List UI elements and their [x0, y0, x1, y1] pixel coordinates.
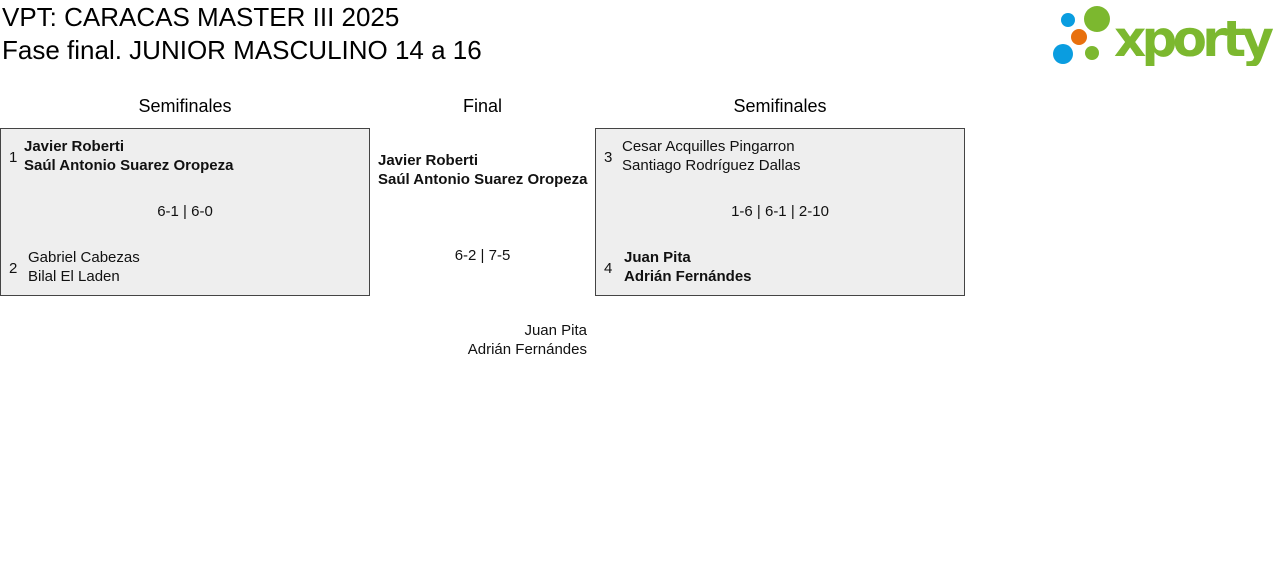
final-team1-player: Javier Roberti — [378, 152, 479, 169]
team-player: Gabriel Cabezas — [28, 249, 140, 266]
seed: 4 — [604, 260, 613, 277]
match-score: 1-6 | 6-1 | 2-10 — [731, 203, 829, 220]
page-subtitle: Fase final. JUNIOR MASCULINO 14 a 16 — [2, 35, 482, 65]
round-header-left: Semifinales — [138, 96, 232, 116]
round-header-final: Final — [462, 96, 502, 116]
seed: 3 — [604, 149, 613, 166]
final-score: 6-2 | 7-5 — [454, 247, 511, 264]
round-header-right: Semifinales — [733, 96, 827, 116]
match-score: 6-1 | 6-0 — [157, 203, 213, 220]
team-player: Santiago Rodríguez Dallas — [622, 157, 801, 174]
logo-text: xporty — [1114, 10, 1274, 66]
final-team2-player: Adrián Fernándes — [467, 341, 587, 358]
xporty-logo: xporty — [1050, 4, 1276, 68]
semifinal-match-2: 3 Cesar Acquilles Pingarron Santiago Rod… — [595, 128, 965, 296]
team-player: Javier Roberti — [24, 138, 125, 155]
page-title: VPT: CARACAS MASTER III 2025 — [2, 2, 400, 32]
team-player: Juan Pita — [624, 249, 691, 266]
team-player: Cesar Acquilles Pingarron — [622, 138, 795, 155]
final-team2-player: Juan Pita — [524, 322, 587, 339]
final-team1-player: Saúl Antonio Suarez Oropeza — [378, 171, 588, 188]
team-player: Saúl Antonio Suarez Oropeza — [24, 157, 234, 174]
team-player: Adrián Fernándes — [624, 268, 752, 285]
seed: 2 — [9, 260, 18, 277]
team-player: Bilal El Laden — [28, 268, 120, 285]
seed: 1 — [9, 149, 18, 166]
semifinal-match-1: 1 Javier Roberti Saúl Antonio Suarez Oro… — [0, 128, 370, 296]
